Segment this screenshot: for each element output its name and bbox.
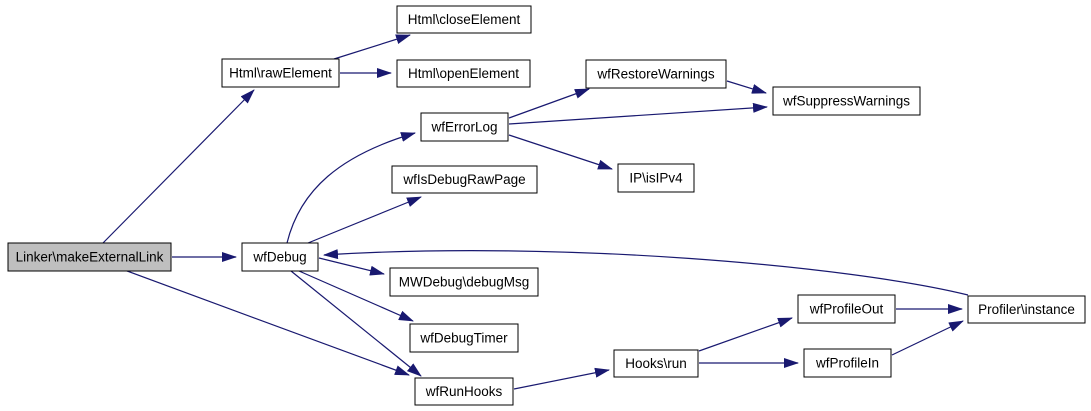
node-box-wfdebugtimer[interactable] xyxy=(409,323,519,353)
node-wfsuppresswarnings[interactable]: wfSuppressWarnings xyxy=(772,86,921,116)
node-box-html-rawelement[interactable] xyxy=(221,58,340,88)
edge-wfdebug-to-wfisdebugrawpage xyxy=(307,196,422,244)
edge-wfprofilein-to-profiler-instance xyxy=(891,320,964,356)
node-wfprofilein[interactable]: wfProfileIn xyxy=(803,348,892,378)
node-box-wferrorlog[interactable] xyxy=(420,112,509,142)
edge-wferrorlog-to-wfrestorewarnings xyxy=(508,88,590,119)
node-box-mwdebug-debugmsg[interactable] xyxy=(389,267,539,297)
node-html-rawelement[interactable]: Html\rawElement xyxy=(221,58,340,88)
edge-wfdebug-to-wfrunhooks xyxy=(290,270,422,377)
node-wfisdebugrawpage[interactable]: wfIsDebugRawPage xyxy=(391,165,538,194)
edge-wfdebug-to-wferrorlog xyxy=(286,132,416,244)
node-ip-isipv4[interactable]: IP\isIPv4 xyxy=(617,163,695,193)
edge-hooks-run-to-wfprofileout xyxy=(698,317,793,352)
node-box-hooks-run[interactable] xyxy=(613,349,699,378)
node-box-profiler-instance[interactable] xyxy=(967,295,1086,324)
edge-wfdebug-to-mwdebug-debugmsg xyxy=(318,257,385,276)
edge-profiler-instance-to-wfdebug xyxy=(323,249,969,296)
node-html-closeelement[interactable]: Html\closeElement xyxy=(396,5,532,34)
node-box-wfisdebugrawpage[interactable] xyxy=(391,165,538,194)
node-wfdebugtimer[interactable]: wfDebugTimer xyxy=(409,323,519,353)
edge-html-rawelement-to-html-closeelement xyxy=(333,34,411,60)
node-wferrorlog[interactable]: wfErrorLog xyxy=(420,112,509,142)
node-html-openelement[interactable]: Html\openElement xyxy=(396,59,531,88)
node-box-linker-makeexternallink[interactable] xyxy=(7,242,172,272)
node-box-wfdebug[interactable] xyxy=(241,242,319,272)
node-box-ip-isipv4[interactable] xyxy=(617,163,695,193)
node-wfdebug[interactable]: wfDebug xyxy=(241,242,319,272)
edge-wfrestorewarnings-to-wfsuppresswarnings xyxy=(726,80,767,94)
edge-wferrorlog-to-ip-isipv4 xyxy=(508,134,613,170)
edge-wfdebug-to-wfdebugtimer xyxy=(298,270,414,322)
node-box-wfrunhooks[interactable] xyxy=(414,377,514,406)
node-box-wfprofileout[interactable] xyxy=(797,294,896,324)
node-box-wfprofilein[interactable] xyxy=(803,348,892,378)
node-wfrestorewarnings[interactable]: wfRestoreWarnings xyxy=(585,59,727,89)
edge-linker-makeexternallink-to-html-rawelement xyxy=(102,89,255,244)
node-mwdebug-debugmsg[interactable]: MWDebug\debugMsg xyxy=(389,267,539,297)
node-linker-makeexternallink[interactable]: Linker\makeExternalLink xyxy=(7,242,172,272)
node-box-html-closeelement[interactable] xyxy=(396,5,532,34)
node-box-html-openelement[interactable] xyxy=(396,59,531,88)
edge-wfrunhooks-to-hooks-run xyxy=(513,367,610,390)
node-wfrunhooks[interactable]: wfRunHooks xyxy=(414,377,514,406)
node-hooks-run[interactable]: Hooks\run xyxy=(613,349,699,378)
node-wfprofileout[interactable]: wfProfileOut xyxy=(797,294,896,324)
node-box-wfsuppresswarnings[interactable] xyxy=(772,86,921,116)
edge-linker-makeexternallink-to-wfrunhooks xyxy=(126,270,410,376)
node-box-wfrestorewarnings[interactable] xyxy=(585,59,727,89)
node-profiler-instance[interactable]: Profiler\instance xyxy=(967,295,1086,324)
edge-wferrorlog-to-wfsuppresswarnings xyxy=(508,102,768,125)
